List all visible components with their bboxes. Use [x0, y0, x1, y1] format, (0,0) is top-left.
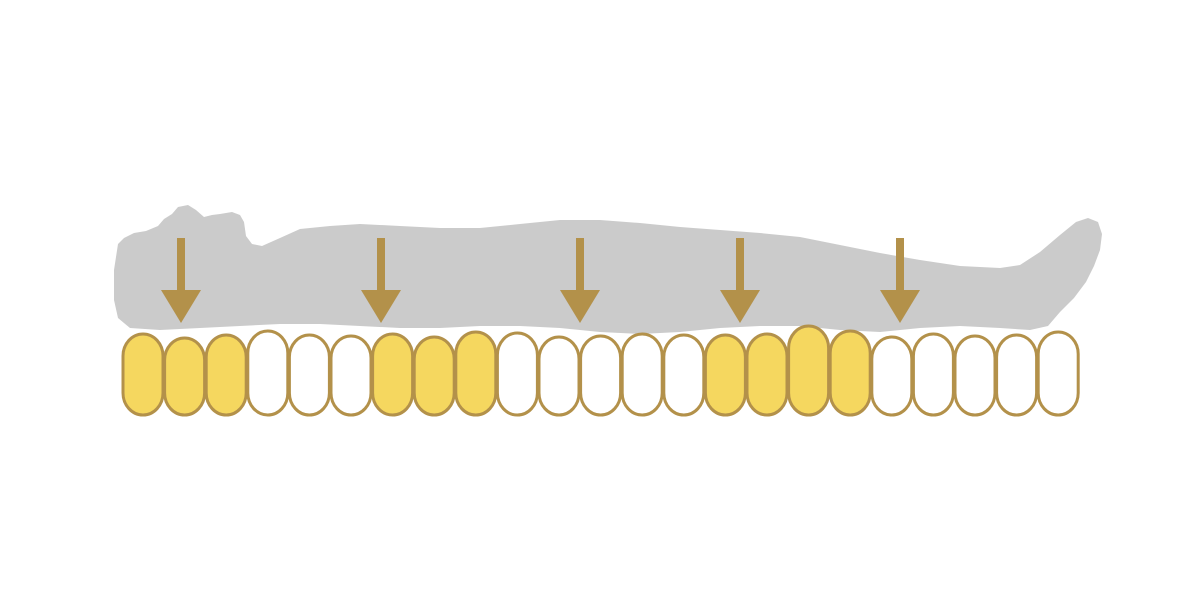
coil-idle	[537, 335, 581, 417]
down-arrow-icon	[361, 238, 401, 323]
coil-idle	[1036, 330, 1080, 417]
coil-idle	[953, 334, 997, 417]
coil-compressed	[412, 335, 456, 417]
coil-compressed	[745, 332, 789, 417]
coil-compressed	[787, 324, 831, 417]
coil-idle	[246, 329, 290, 417]
coil-idle	[870, 335, 914, 417]
coil-idle	[662, 333, 706, 417]
coil-idle	[329, 334, 373, 417]
down-arrow-icon	[880, 238, 920, 323]
down-arrow-icon	[720, 238, 760, 323]
pressure-arrows	[161, 238, 920, 323]
coil-compressed	[454, 330, 498, 417]
person-lying-silhouette-icon	[114, 205, 1102, 334]
pocket-spring-row	[121, 324, 1080, 417]
coil-idle	[620, 332, 664, 417]
coil-idle	[495, 331, 539, 417]
coil-idle	[287, 333, 331, 417]
coil-compressed	[828, 329, 872, 417]
coil-compressed	[703, 333, 747, 417]
coil-idle	[911, 332, 955, 417]
coil-idle	[579, 334, 623, 417]
coil-compressed	[204, 333, 248, 417]
coil-compressed	[371, 332, 415, 417]
down-arrow-icon	[560, 238, 600, 323]
coil-compressed	[121, 332, 165, 417]
down-arrow-icon	[161, 238, 201, 323]
coil-compressed	[163, 336, 207, 417]
coil-idle	[995, 333, 1039, 417]
